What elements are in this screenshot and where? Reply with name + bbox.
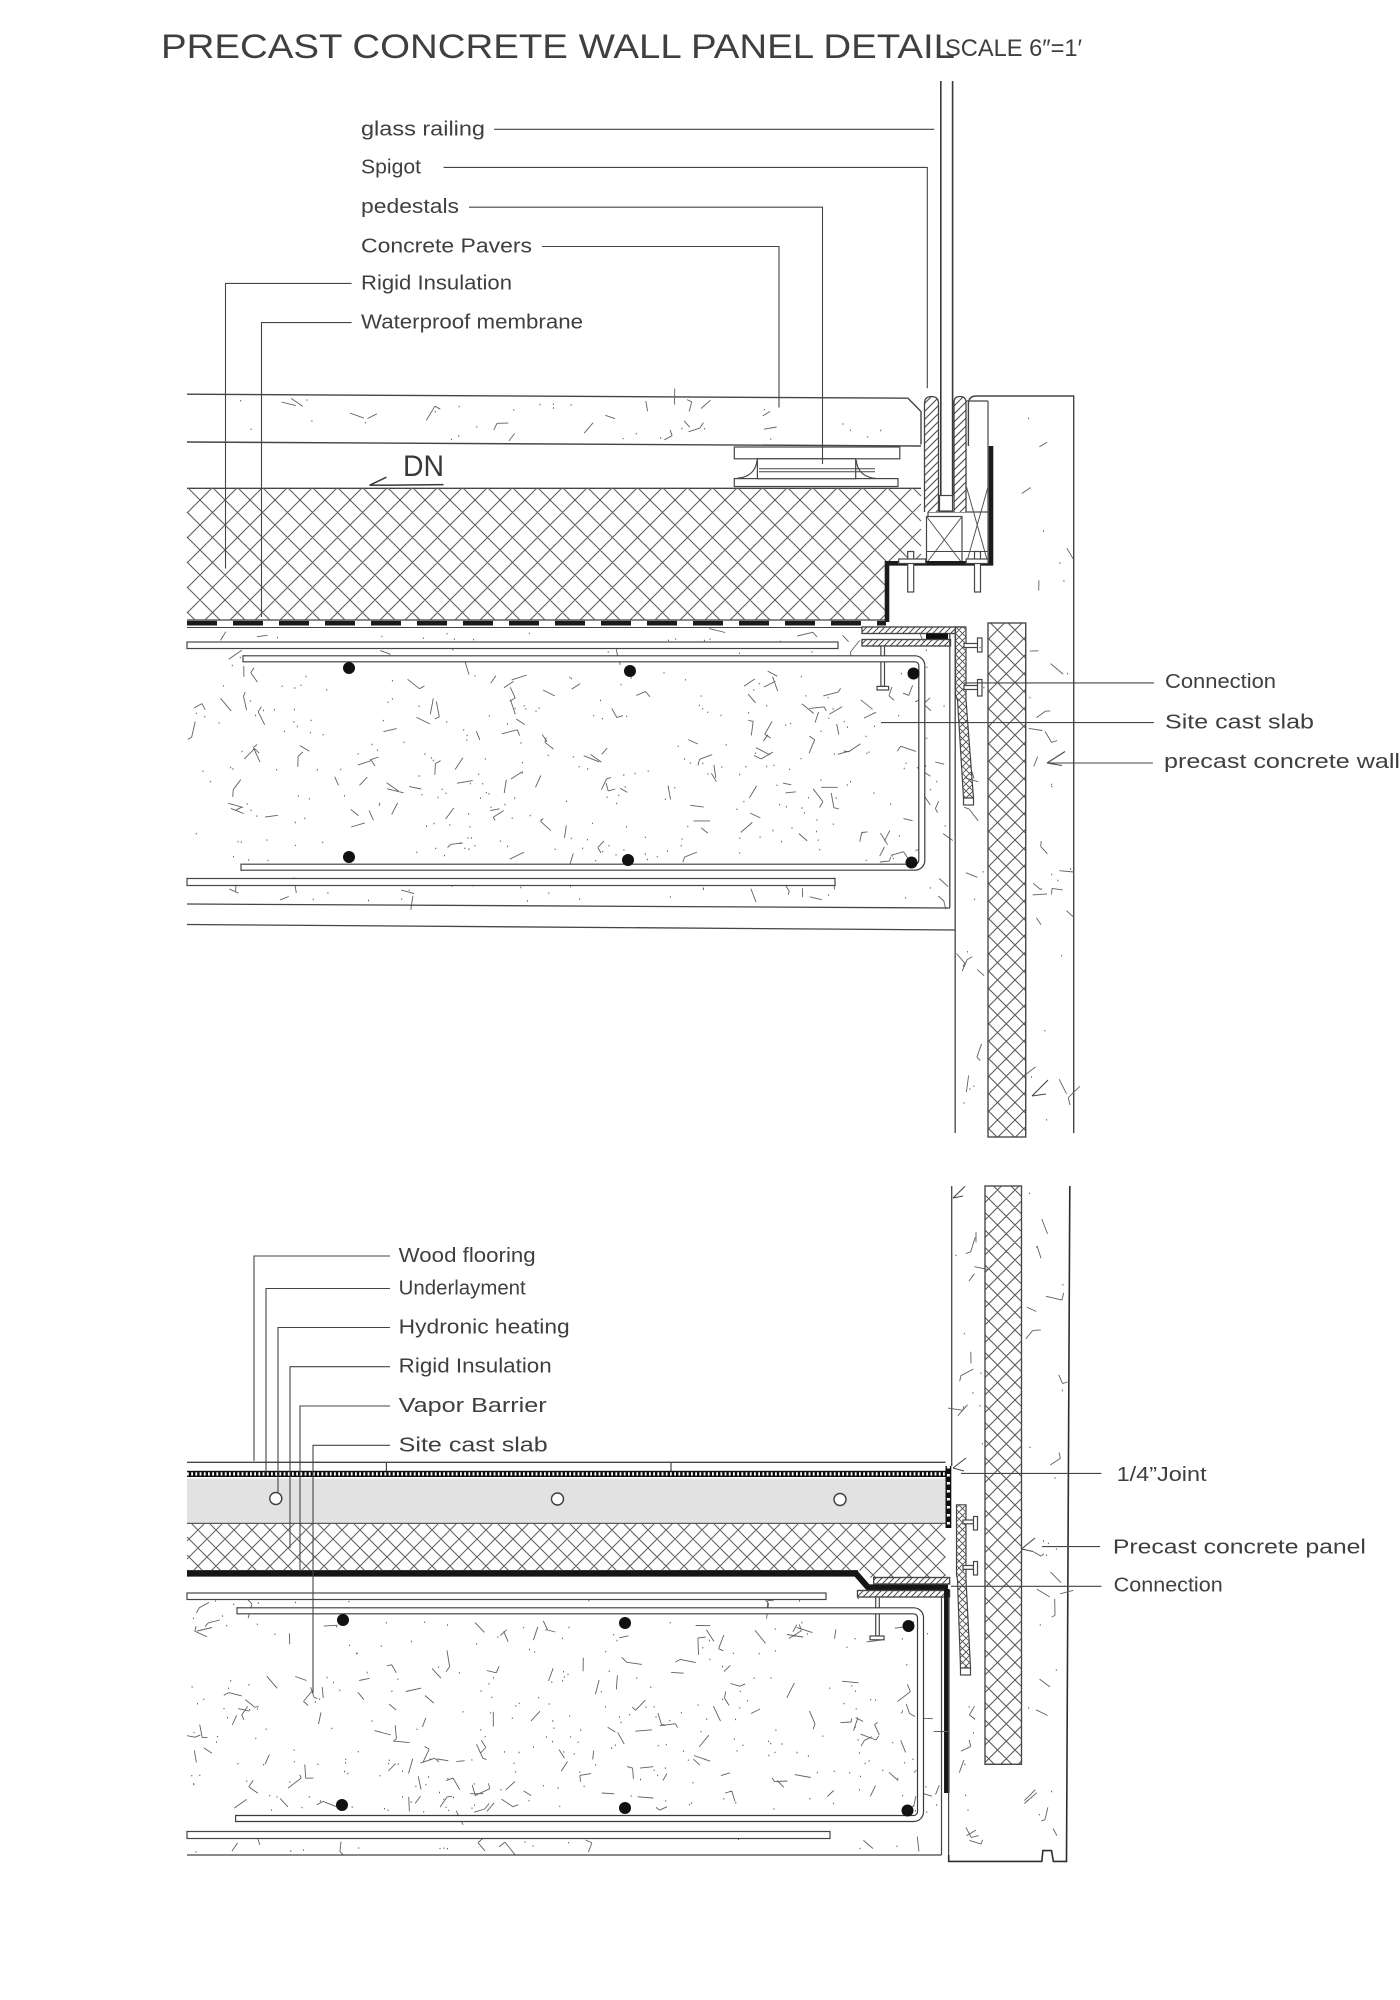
svg-text:Connection: Connection <box>1114 1575 1223 1597</box>
svg-text:Precast concrete panel: Precast concrete panel <box>1113 1537 1366 1559</box>
svg-text:Rigid Insulation: Rigid Insulation <box>399 1356 552 1378</box>
svg-text:precast concrete wall: precast concrete wall <box>1164 751 1400 773</box>
svg-text:glass railing: glass railing <box>361 118 485 140</box>
svg-text:Wood flooring: Wood flooring <box>399 1245 536 1267</box>
svg-text:pedestals: pedestals <box>361 196 459 218</box>
svg-text:Site cast slab: Site cast slab <box>399 1434 548 1456</box>
svg-text:Vapor Barrier: Vapor Barrier <box>399 1395 547 1417</box>
svg-text:Connection: Connection <box>1165 671 1276 693</box>
svg-text:1/4”Joint: 1/4”Joint <box>1117 1464 1208 1486</box>
svg-text:Concrete Pavers: Concrete Pavers <box>361 236 532 258</box>
svg-text:SCALE 6″=1′: SCALE 6″=1′ <box>945 35 1082 62</box>
svg-text:Hydronic heating: Hydronic heating <box>399 1317 570 1339</box>
svg-text:Site cast slab: Site cast slab <box>1165 712 1314 734</box>
svg-text:Spigot: Spigot <box>361 156 421 178</box>
svg-text:Underlayment: Underlayment <box>399 1278 526 1300</box>
svg-text:DN: DN <box>403 450 444 483</box>
svg-text:Waterproof membrane: Waterproof membrane <box>361 312 583 334</box>
svg-text:PRECAST CONCRETE WALL PANEL DE: PRECAST CONCRETE WALL PANEL DETAIL <box>161 28 955 66</box>
svg-text:Rigid Insulation: Rigid Insulation <box>361 272 512 294</box>
